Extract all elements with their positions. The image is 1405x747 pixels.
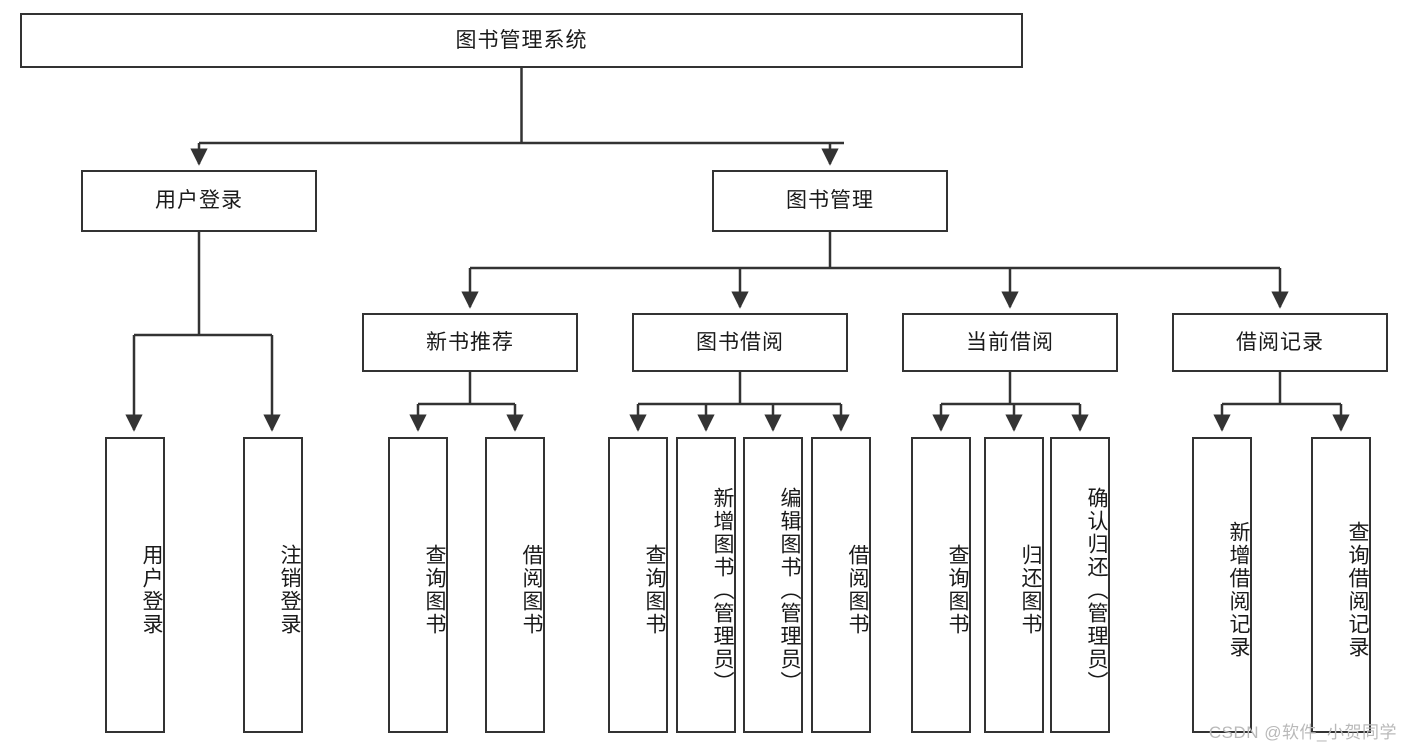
node-book-manage-label: 图书管理	[786, 189, 874, 213]
node-leaf-rec-borrow-book-label: 借阅图书	[520, 544, 543, 636]
node-leaf-user-logout-label: 注销登录	[278, 544, 301, 636]
node-borrow-record-label: 借阅记录	[1236, 330, 1324, 354]
node-leaf-cur-confirm-return[interactable]: 确认归还（管理员）	[1050, 437, 1110, 733]
watermark-text: CSDN @软件_小贺同学	[1208, 723, 1397, 742]
node-leaf-rec-query-book[interactable]: 查询图书	[388, 437, 448, 733]
node-new-book-rec-label: 新书推荐	[426, 330, 514, 354]
node-leaf-rec-add-record[interactable]: 新增借阅记录	[1192, 437, 1252, 733]
node-leaf-rec-query-book-label: 查询图书	[423, 544, 446, 636]
node-leaf-borrow-borrow-book[interactable]: 借阅图书	[811, 437, 871, 733]
node-user-login[interactable]: 用户登录	[81, 170, 317, 232]
node-book-borrow[interactable]: 图书借阅	[632, 313, 848, 372]
node-user-login-label: 用户登录	[155, 189, 243, 213]
node-leaf-borrow-query-book[interactable]: 查询图书	[608, 437, 668, 733]
node-root-label: 图书管理系统	[455, 28, 588, 52]
node-borrow-record[interactable]: 借阅记录	[1172, 313, 1388, 372]
node-leaf-borrow-edit-book-label: 编辑图书（管理员）	[778, 486, 801, 694]
node-leaf-borrow-add-book[interactable]: 新增图书（管理员）	[676, 437, 736, 733]
node-current-borrow-label: 当前借阅	[966, 330, 1054, 354]
node-current-borrow[interactable]: 当前借阅	[902, 313, 1118, 372]
node-leaf-cur-return-book[interactable]: 归还图书	[984, 437, 1044, 733]
node-book-manage[interactable]: 图书管理	[712, 170, 948, 232]
node-leaf-borrow-query-book-label: 查询图书	[643, 544, 666, 636]
node-root[interactable]: 图书管理系统	[20, 13, 1023, 68]
node-leaf-cur-query-book-label: 查询图书	[946, 544, 969, 636]
node-leaf-rec-borrow-book[interactable]: 借阅图书	[485, 437, 545, 733]
node-leaf-borrow-add-book-label: 新增图书（管理员）	[711, 486, 734, 694]
node-new-book-rec[interactable]: 新书推荐	[362, 313, 578, 372]
node-leaf-user-login-label: 用户登录	[140, 544, 163, 636]
node-leaf-cur-query-book[interactable]: 查询图书	[911, 437, 971, 733]
node-leaf-rec-query-record[interactable]: 查询借阅记录	[1311, 437, 1371, 733]
node-leaf-borrow-borrow-book-label: 借阅图书	[846, 544, 869, 636]
node-leaf-borrow-edit-book[interactable]: 编辑图书（管理员）	[743, 437, 803, 733]
node-leaf-user-logout[interactable]: 注销登录	[243, 437, 303, 733]
node-book-borrow-label: 图书借阅	[696, 330, 784, 354]
node-leaf-rec-add-record-label: 新增借阅记录	[1227, 521, 1250, 659]
node-leaf-cur-confirm-return-label: 确认归还（管理员）	[1085, 486, 1108, 694]
node-leaf-rec-query-record-label: 查询借阅记录	[1346, 521, 1369, 659]
node-leaf-user-login[interactable]: 用户登录	[105, 437, 165, 733]
node-leaf-cur-return-book-label: 归还图书	[1019, 544, 1042, 636]
